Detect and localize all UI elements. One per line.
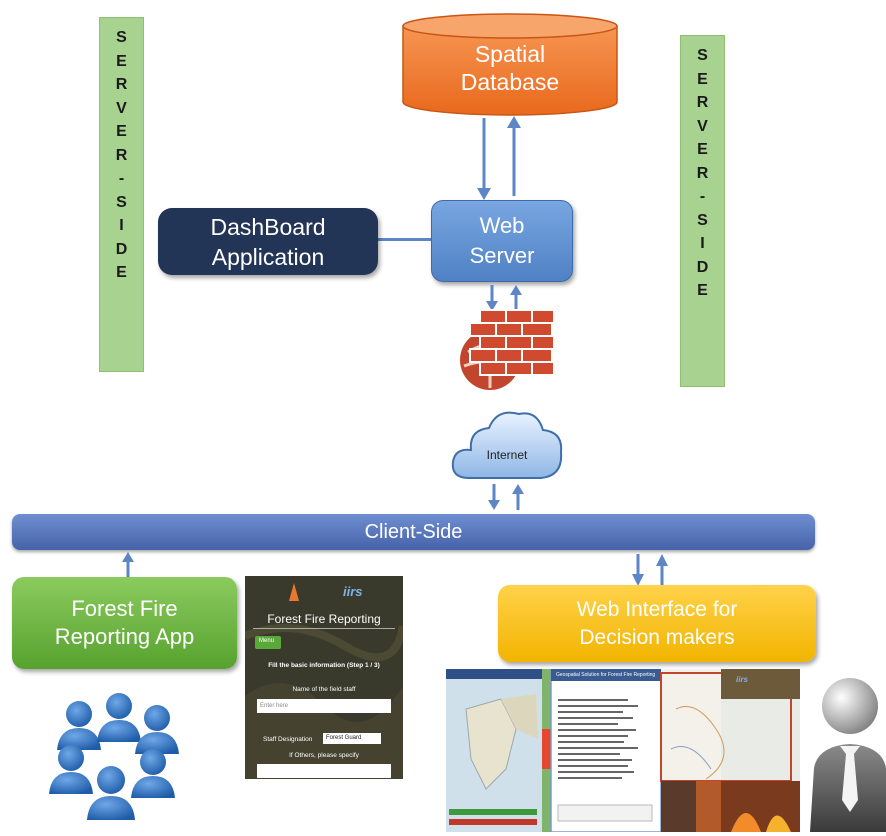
web-server-line2: Server [469, 243, 535, 268]
banner-letter: S [116, 29, 127, 46]
banner-letter: E [697, 70, 708, 88]
phone-brand: iirs [343, 584, 363, 599]
app-client-arrow [122, 552, 134, 578]
dashboard-line2: Application [211, 243, 325, 270]
mobile-app-screenshot: iirs Forest Fire Reporting Menu Fill the… [245, 576, 403, 779]
phone-designation-select[interactable]: Forest Guard [323, 733, 381, 744]
users-group-icon [49, 693, 179, 820]
web-server-box: Web Server [431, 200, 573, 282]
forest-background-texture [245, 576, 403, 779]
banner-letter: R [696, 164, 709, 182]
banner-letter: - [118, 170, 125, 187]
client-side-bar: Client-Side [12, 514, 815, 550]
banner-letter: R [115, 146, 128, 164]
web-server-line1: Web [479, 213, 525, 238]
phone-others-input[interactable] [257, 764, 391, 778]
phone-designation-label: Staff Designation [263, 736, 313, 743]
phone-others-label: If Others, please specify [289, 752, 359, 759]
banner-letter: S [697, 47, 708, 64]
forest-fire-app-box: Forest Fire Reporting App [12, 577, 237, 669]
web-interface-line2: Decision makers [579, 625, 735, 649]
db-server-arrows [477, 116, 521, 200]
web-interface-line1: Web Interface for [576, 597, 738, 621]
database-label-line2: Database [460, 69, 560, 95]
isro-logo-icon [289, 583, 299, 601]
internet-cloud-icon [451, 411, 563, 479]
banner-letter: E [697, 282, 708, 299]
decision-maker-person-icon [810, 678, 886, 832]
banner-letter: I [700, 235, 705, 252]
phone-divider [253, 628, 395, 629]
client-side-label: Client-Side [364, 520, 463, 543]
banner-letter: R [115, 76, 128, 93]
internet-label: Internet [486, 448, 528, 462]
web-screenshot-graphics [446, 669, 800, 832]
phone-name-input[interactable]: Enter here [257, 699, 391, 713]
web-screenshot-brand: iirs [736, 675, 749, 684]
phone-step-text: Fill the basic information (Step 1 / 3) [268, 662, 380, 669]
firewall-icon [460, 309, 555, 390]
database-label-line1: Spatial [474, 41, 546, 67]
banner-letter: S [697, 211, 708, 229]
phone-name-label: Name of the field staff [292, 686, 356, 693]
server-side-banner-left: S E R V E R - S I D E [99, 17, 144, 372]
banner-letter: D [115, 240, 128, 258]
cloud-client-arrows [488, 484, 524, 510]
dashboard-connector-line [375, 238, 433, 241]
banner-letter: D [696, 258, 709, 276]
dashboard-application-box: DashBoard Application [158, 208, 378, 275]
phone-title: Forest Fire Reporting [267, 612, 381, 626]
banner-letter: E [697, 141, 708, 158]
banner-letter: S [116, 193, 127, 211]
banner-letter: R [696, 94, 709, 111]
web-interface-screenshot: Geospatial Solution for Forest Fire Repo… [446, 669, 800, 832]
web-screenshot-header: Geospatial Solution for Forest Fire Repo… [556, 672, 656, 678]
database-label: Spatial Database [400, 40, 620, 96]
phone-menu-button[interactable]: Menu [255, 636, 281, 649]
banner-letter: - [699, 188, 706, 205]
banner-letter: E [116, 52, 127, 70]
database-cylinder-icon [402, 13, 618, 116]
server-firewall-arrows [486, 285, 522, 311]
banner-letter: E [116, 123, 127, 140]
forest-fire-app-line2: Reporting App [54, 624, 195, 649]
server-side-banner-right: S E R V E R - S I D E [680, 35, 725, 387]
banner-letter: E [116, 264, 127, 281]
banner-letter: I [119, 217, 124, 234]
client-webinterface-arrows [632, 554, 668, 586]
forest-fire-app-line1: Forest Fire [71, 596, 178, 621]
banner-letter: V [697, 117, 708, 135]
web-interface-box: Web Interface for Decision makers [498, 585, 816, 662]
dashboard-line1: DashBoard [210, 213, 326, 240]
banner-letter: V [116, 99, 127, 117]
phone-menu-label: Menu [259, 638, 275, 644]
